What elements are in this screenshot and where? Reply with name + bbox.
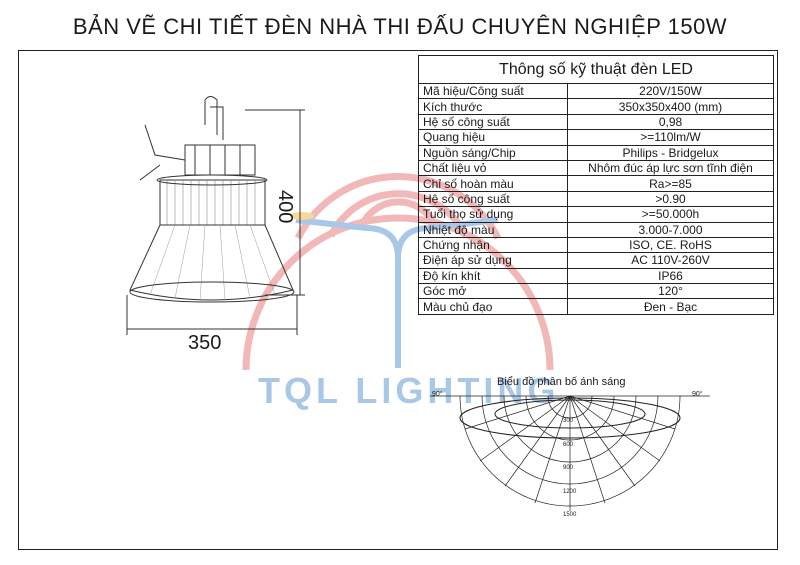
polar-angle-right: 90° xyxy=(692,391,703,398)
spec-label: Hệ số công suất xyxy=(418,190,568,208)
spec-value: >=110lm/W xyxy=(567,129,774,146)
table-row: Quang hiệu>=110lm/W xyxy=(418,129,774,146)
spec-label: Điện áp sử dụng xyxy=(418,252,568,269)
spec-label: Màu chủ đạo xyxy=(418,298,568,315)
polar-angle-left: 90° xyxy=(432,391,443,398)
lamp-drawing xyxy=(126,96,305,335)
spec-value: 120° xyxy=(567,283,774,300)
polar-ring-label: 300 xyxy=(563,418,574,424)
table-row: Tuổi thọ sử dụng>=50.000h xyxy=(418,206,774,223)
lamp-heatsink xyxy=(159,179,266,226)
polar-ring-label: 600 xyxy=(563,442,574,448)
spec-label: Hệ số công suất xyxy=(418,113,568,131)
spec-label: Chỉ số hoàn màu xyxy=(418,175,568,192)
brand-watermark: TQL LIGHTING xyxy=(258,370,560,411)
spec-label: Mã hiệu/Công suất xyxy=(418,82,568,100)
spec-value: 0,98 xyxy=(567,113,774,131)
spec-table: Thông số kỹ thuật đèn LED Mã hiệu/Công s… xyxy=(418,55,774,315)
spec-value: AC 110V-260V xyxy=(567,252,774,269)
polar-chart-title: Biểu đồ phân bố ánh sáng xyxy=(497,376,626,388)
spec-value: IP66 xyxy=(567,267,774,285)
spec-label: Quang hiệu xyxy=(418,129,568,146)
polar-chart xyxy=(430,395,710,511)
spec-label: Nhiệt độ màu xyxy=(418,221,568,238)
polar-ring-label: 900 xyxy=(563,465,574,471)
page-title: BẢN VẼ CHI TIẾT ĐÈN NHÀ THI ĐẤU CHUYÊN N… xyxy=(72,14,728,39)
spec-value: 350x350x400 (mm) xyxy=(567,98,774,115)
spec-label: Góc mở xyxy=(418,283,568,300)
spec-value: >0.90 xyxy=(567,190,774,208)
watermark-lamp-glow xyxy=(290,212,314,220)
spec-value: Đen - Bạc xyxy=(567,298,774,315)
spec-value: >=50.000h xyxy=(567,206,774,223)
polar-ring-label: 1500 xyxy=(563,512,577,518)
spec-value: Nhôm đúc áp lực sơn tĩnh điện xyxy=(567,159,774,177)
drawing-frame xyxy=(18,50,778,550)
spec-label: Độ kín khít xyxy=(418,267,568,285)
spec-label: Chứng nhận xyxy=(418,236,568,254)
spec-table-title: Thông số kỹ thuật đèn LED xyxy=(418,55,774,83)
width-dimension-label: 350 xyxy=(188,332,222,354)
spec-value: ISO, CE. RoHS xyxy=(567,236,774,254)
lamp-reflector xyxy=(129,224,294,301)
spec-value: Ra>=85 xyxy=(567,175,774,192)
spec-value: Philips - Bridgelux xyxy=(567,144,774,161)
spec-value: 220V/150W xyxy=(567,82,774,100)
spec-label: Kích thước xyxy=(418,98,568,115)
lamp-bracket xyxy=(204,96,218,135)
lamp-cable xyxy=(144,124,186,161)
table-row: Hệ số công suất>0.90 xyxy=(418,190,774,208)
polar-ring-label: 1200 xyxy=(563,489,577,495)
spec-label: Nguồn sáng/Chip xyxy=(418,144,568,161)
spec-label: Tuổi thọ sử dụng xyxy=(418,206,568,223)
height-dimension-label: 400 xyxy=(274,190,296,224)
spec-label: Chất liệu vỏ xyxy=(418,159,568,177)
spec-value: 3.000-7.000 xyxy=(567,221,774,238)
